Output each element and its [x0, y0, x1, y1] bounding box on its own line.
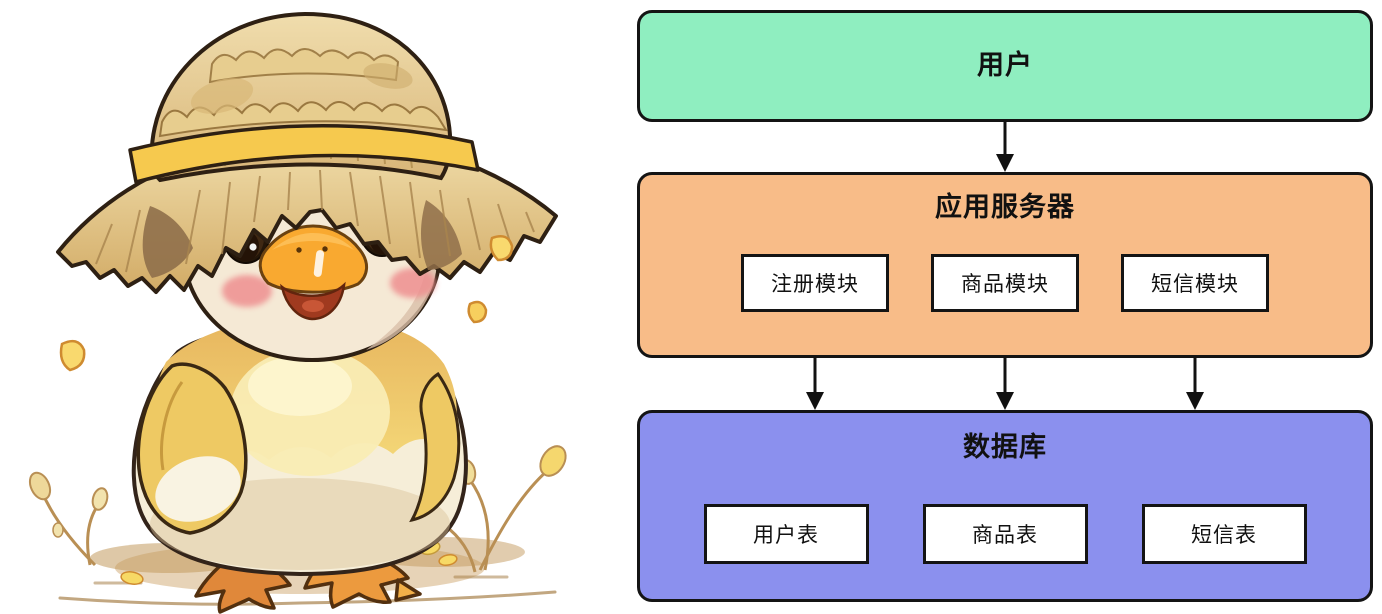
module-box-product: 商品模块: [931, 254, 1079, 312]
app-server-label: 应用服务器: [935, 192, 1075, 223]
layer-app-server: 应用服务器 注册模块 商品模块 短信模块: [637, 172, 1373, 358]
arrow-down-icon: [806, 358, 824, 410]
table-box-product: 商品表: [922, 504, 1088, 564]
app-module-row: 注册模块 商品模块 短信模块: [640, 254, 1370, 312]
layer-database: 数据库 用户表 商品表 短信表: [637, 410, 1373, 602]
duck-illustration: [0, 0, 622, 614]
floating-petals: [59, 235, 514, 585]
db-table-row: 用户表 商品表 短信表: [640, 504, 1370, 564]
arrow-down-icon: [996, 358, 1014, 410]
duck-body: [131, 316, 468, 577]
arrow-user-to-app: [637, 122, 1373, 172]
arrow-down-icon: [1186, 358, 1204, 410]
table-box-sms: 短信表: [1141, 504, 1307, 564]
user-label: 用户: [977, 50, 1033, 81]
database-label: 数据库: [963, 432, 1047, 463]
table-box-user: 用户表: [703, 504, 869, 564]
layer-user: 用户: [637, 10, 1373, 122]
architecture-diagram: 用户 应用服务器 注册模块 商品模块 短信模块: [637, 10, 1373, 602]
duck-beak: [258, 224, 368, 321]
straw-hat: [56, 11, 558, 294]
module-box-register: 注册模块: [741, 254, 889, 312]
arrows-app-to-db: [637, 358, 1373, 410]
left-sprig: [28, 471, 109, 567]
duck-illustration-svg: [28, 11, 567, 614]
module-box-sms: 短信模块: [1121, 254, 1269, 312]
arrow-down-icon: [996, 122, 1014, 172]
